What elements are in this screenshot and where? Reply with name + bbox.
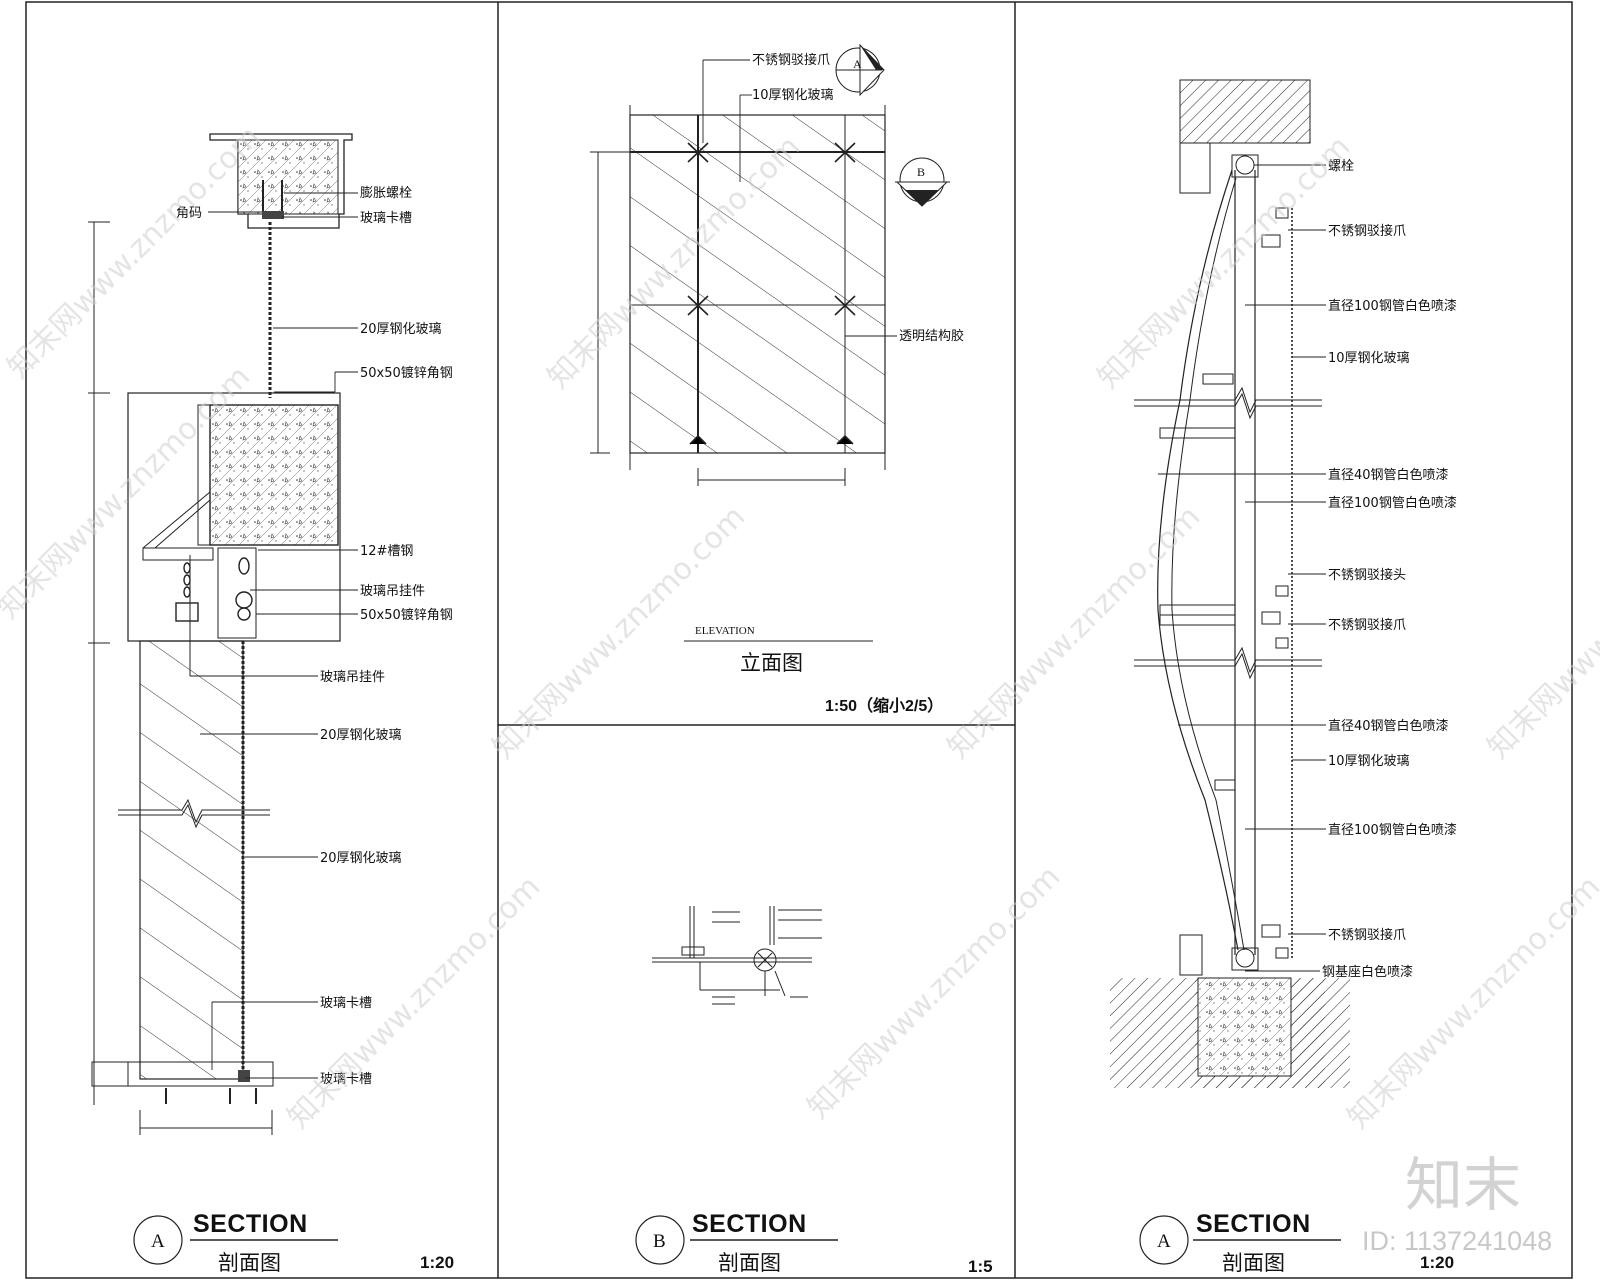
label-20mm-glass-lower: 20厚钢化玻璃 [320, 851, 402, 866]
section-scale: 1:20 [420, 1253, 454, 1272]
section-right-badge [1139, 1215, 1189, 1265]
sheet-frame [25, 1, 1573, 1279]
label-20mm-glass-mid: 20厚钢化玻璃 [320, 728, 402, 743]
label-pipe100-3: 直径100钢管白色喷漆 [1328, 822, 1457, 838]
label-pipe40-1: 直径40钢管白色喷漆 [1328, 467, 1449, 483]
section-right-scale: 1:20 [1420, 1253, 1454, 1272]
label-glass-hanger-2: 玻璃吊挂件 [320, 670, 385, 685]
label-glass-slot-bottom-2: 玻璃卡槽 [320, 1072, 372, 1087]
watermark-id: ID: 1137241048 [1362, 1226, 1552, 1256]
label-glass-slot-bottom-1: 玻璃卡槽 [320, 996, 372, 1011]
panel-detail-b: B SECTION 剖面图 1:5 [635, 906, 993, 1276]
watermark-brand: 知末 [1405, 1151, 1521, 1219]
panel-elevation: A B 不锈钢驳接爪 10厚钢化玻璃 透明结构胶 ELEVATION 立面图 1… [590, 43, 964, 715]
panel-left-section: 膨胀螺栓 角码 玻璃卡槽 20厚钢化玻璃 50x50镀锌角钢 12#槽钢 玻璃吊… [88, 133, 454, 1275]
label-spider-clamp-1: 不锈钢驳接爪 [1328, 223, 1406, 239]
watermark-text: 知末网www.znzmo.com [801, 859, 1067, 1125]
label-10mm-glass-1: 10厚钢化玻璃 [1328, 351, 1410, 366]
label-pipe100-1: 直径100钢管白色喷漆 [1328, 298, 1457, 314]
label-20mm-glass-upper: 20厚钢化玻璃 [360, 322, 442, 337]
section-right-badge-letter: A [1157, 1231, 1171, 1252]
label-expansion-bolt: 膨胀螺栓 [360, 186, 412, 201]
label-10mm-glass: 10厚钢化玻璃 [752, 88, 834, 103]
section-b-title-en: SECTION [692, 1210, 807, 1238]
watermark-text: 知末网www.znzmo.com [941, 499, 1207, 765]
section-right-title-cn: 剖面图 [1222, 1251, 1285, 1275]
section-b-badge [635, 1215, 685, 1265]
watermark-text: 知末网www.znzmo.com [1341, 869, 1600, 1135]
label-structural-sealant: 透明结构胶 [899, 328, 964, 344]
elevation-title-cn: 立面图 [740, 651, 803, 675]
label-pipe100-2: 直径100钢管白色喷漆 [1328, 495, 1457, 511]
section-b-scale: 1:5 [968, 1257, 993, 1276]
section-title-cn: 剖面图 [218, 1251, 281, 1275]
label-steel-base: 钢基座白色喷漆 [1322, 964, 1413, 980]
watermark-text: 知末网www.znzmo.com [1091, 129, 1357, 395]
section-title-en: SECTION [193, 1210, 308, 1238]
watermark-text: 知末网www.znzmo.com [1481, 499, 1600, 765]
elevation-scale: 1:50（缩小2/5） [825, 696, 943, 715]
label-pipe40-2: 直径40钢管白色喷漆 [1328, 718, 1449, 734]
label-10mm-glass-2: 10厚钢化玻璃 [1328, 754, 1410, 769]
elevation-section-mark-b: B [917, 165, 925, 179]
label-spider-clamp-2: 不锈钢驳接爪 [1328, 617, 1406, 633]
section-b-badge-letter: B [653, 1231, 666, 1252]
label-glass-hanger-1: 玻璃吊挂件 [360, 584, 425, 599]
label-spider-connector: 不锈钢驳接头 [1328, 567, 1406, 583]
label-spider-clamp: 不锈钢驳接爪 [752, 52, 830, 68]
elevation-section-mark-a: A [853, 57, 862, 71]
section-badge [133, 1215, 183, 1265]
section-b-title-cn: 剖面图 [718, 1251, 781, 1275]
label-angle-steel-1: 50x50镀锌角钢 [360, 365, 453, 381]
section-badge-letter: A [151, 1231, 165, 1252]
label-corner-bracket: 角码 [176, 206, 202, 221]
panel-right-section: 螺栓 不锈钢驳接爪 直径100钢管白色喷漆 10厚钢化玻璃 直径40钢管白色喷漆… [1110, 79, 1457, 1275]
section-right-title-en: SECTION [1196, 1210, 1311, 1238]
watermark-text: 知末网www.znzmo.com [1, 119, 267, 385]
label-angle-steel-2: 50x50镀锌角钢 [360, 607, 453, 623]
elevation-title-en: ELEVATION [695, 625, 755, 637]
label-spider-clamp-3: 不锈钢驳接爪 [1328, 927, 1406, 943]
label-glass-slot-top: 玻璃卡槽 [360, 211, 412, 226]
label-bolt: 螺栓 [1328, 159, 1354, 174]
label-channel-steel: 12#槽钢 [360, 544, 413, 559]
